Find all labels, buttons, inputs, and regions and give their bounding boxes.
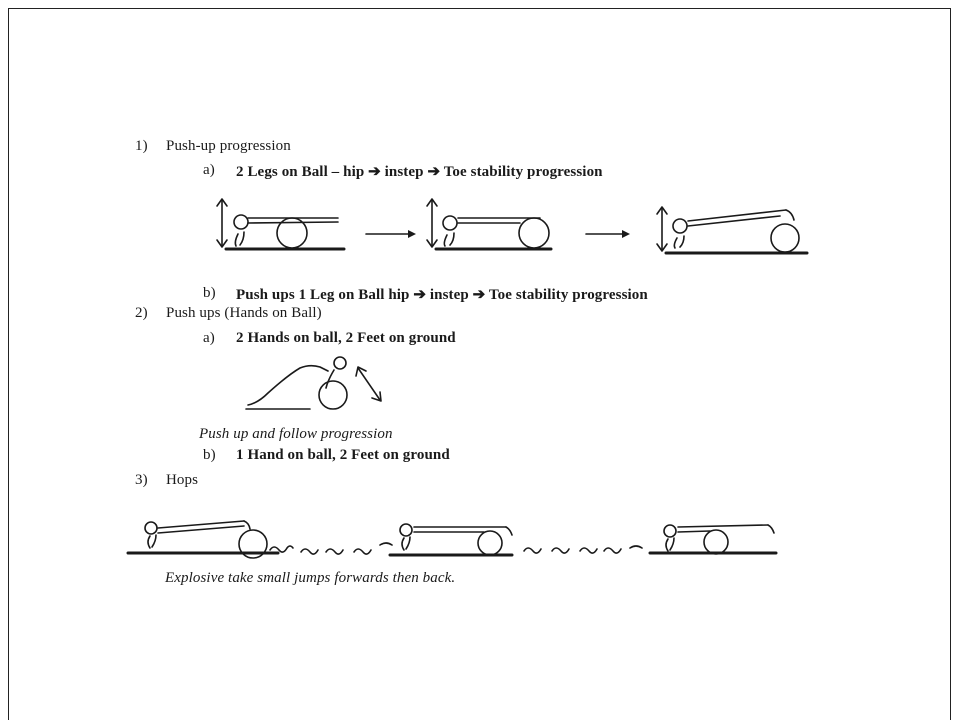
- item-1b-number: b): [203, 285, 216, 301]
- item-1a-number: a): [203, 162, 215, 178]
- page-frame: [8, 8, 951, 720]
- pushup-figure-instep: [426, 198, 553, 251]
- pushup-figure-hip: [216, 198, 346, 251]
- item-1-title: Push-up progression: [166, 138, 291, 154]
- item-2-title: Push ups (Hands on Ball): [166, 305, 322, 321]
- item-3-title: Hops: [166, 472, 199, 488]
- item-1-number: 1): [135, 138, 148, 154]
- pushup-figure-toe: [656, 206, 809, 255]
- item-1a-text: 2 Legs on Ball – hip ➔ instep ➔ Toe stab…: [236, 164, 603, 180]
- item-3-number: 3): [135, 472, 148, 488]
- item-2-caption: Push up and follow progression: [199, 426, 393, 442]
- item-3-caption: Explosive take small jumps forwards then…: [165, 570, 456, 586]
- item-2-number: 2): [135, 305, 148, 321]
- item-1b-text: Push ups 1 Leg on Ball hip ➔ instep ➔ To…: [236, 287, 648, 303]
- item-2a-text: 2 Hands on ball, 2 Feet on ground: [236, 330, 456, 346]
- item-2b-number: b): [203, 447, 216, 463]
- item-2b-text: 1 Hand on ball, 2 Feet on ground: [236, 447, 450, 463]
- item-2a-number: a): [203, 330, 215, 346]
